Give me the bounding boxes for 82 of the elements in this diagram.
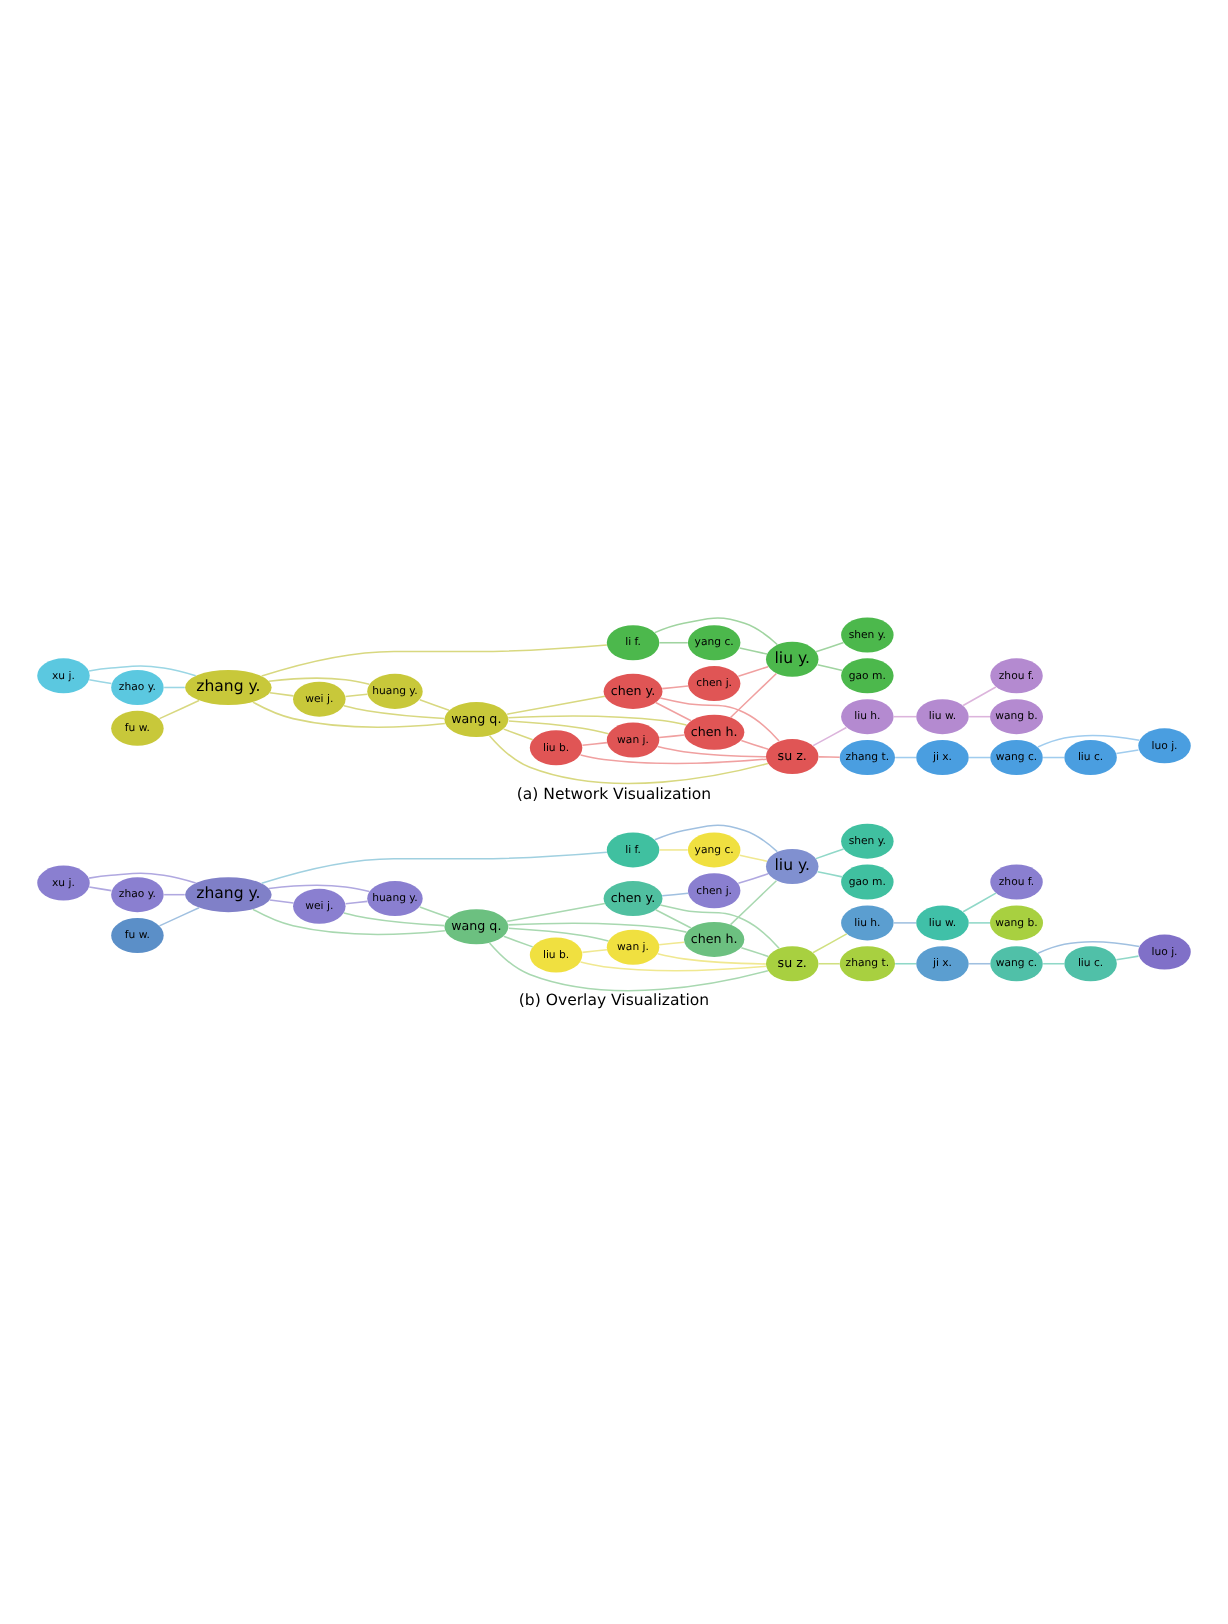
connector (729, 879, 778, 926)
connector (1042, 756, 1065, 759)
connector (88, 679, 113, 685)
connector (268, 677, 371, 685)
connector (893, 922, 917, 924)
connector (816, 870, 843, 878)
connector (488, 735, 769, 785)
connector (815, 641, 845, 653)
connector (654, 908, 692, 929)
connector (658, 641, 689, 644)
connector (661, 892, 689, 897)
connector (260, 851, 608, 885)
connector (737, 873, 769, 885)
connector (812, 933, 848, 954)
connector (268, 692, 295, 697)
connector (344, 900, 369, 905)
connector (1115, 955, 1140, 961)
connector (343, 912, 446, 927)
connector (659, 904, 780, 950)
connector (581, 949, 608, 954)
connector (163, 893, 186, 896)
connector (502, 728, 534, 741)
connector (968, 962, 991, 965)
connector (656, 745, 767, 758)
connector (158, 906, 200, 927)
connector (738, 854, 768, 862)
connector (488, 942, 769, 992)
connector (507, 922, 688, 933)
connector (268, 899, 295, 904)
connector (968, 922, 991, 924)
connector (661, 685, 689, 690)
connector (815, 848, 845, 860)
connector (1042, 962, 1065, 965)
connector (506, 902, 606, 923)
connector (968, 756, 991, 759)
connector (812, 726, 848, 747)
connector (507, 927, 610, 942)
connector (268, 884, 371, 893)
connector (343, 705, 446, 720)
connector (163, 686, 186, 689)
connector (506, 695, 606, 715)
connector (507, 715, 688, 726)
connector (962, 892, 997, 913)
connector (962, 686, 997, 707)
connector (654, 701, 692, 722)
connector (658, 734, 685, 739)
connector (260, 644, 608, 677)
connector (581, 741, 608, 746)
connector (893, 715, 917, 718)
connector (252, 908, 446, 936)
connector (88, 872, 197, 884)
connector (894, 962, 917, 965)
connector (968, 715, 991, 718)
connector (816, 664, 844, 672)
connector (507, 720, 610, 735)
connector (729, 672, 778, 719)
connector (659, 697, 780, 742)
connector (737, 665, 769, 677)
connector (1115, 749, 1140, 755)
connector (579, 754, 767, 765)
connector (344, 693, 369, 698)
connector (158, 699, 200, 720)
connector (740, 739, 770, 750)
connector (419, 906, 450, 919)
connector (738, 647, 768, 655)
connector (88, 665, 197, 677)
connector (818, 756, 841, 758)
connector (658, 849, 689, 851)
connector (656, 952, 767, 965)
connector (654, 824, 778, 853)
connector (654, 617, 778, 646)
connector (88, 886, 113, 892)
connector (894, 756, 917, 759)
connector (818, 962, 841, 965)
connector (502, 935, 534, 948)
connector (1037, 734, 1141, 748)
connector (658, 941, 685, 946)
connector (1037, 941, 1141, 954)
connector (740, 947, 770, 958)
connector (252, 701, 446, 728)
connector (419, 699, 450, 711)
connector (579, 961, 767, 972)
